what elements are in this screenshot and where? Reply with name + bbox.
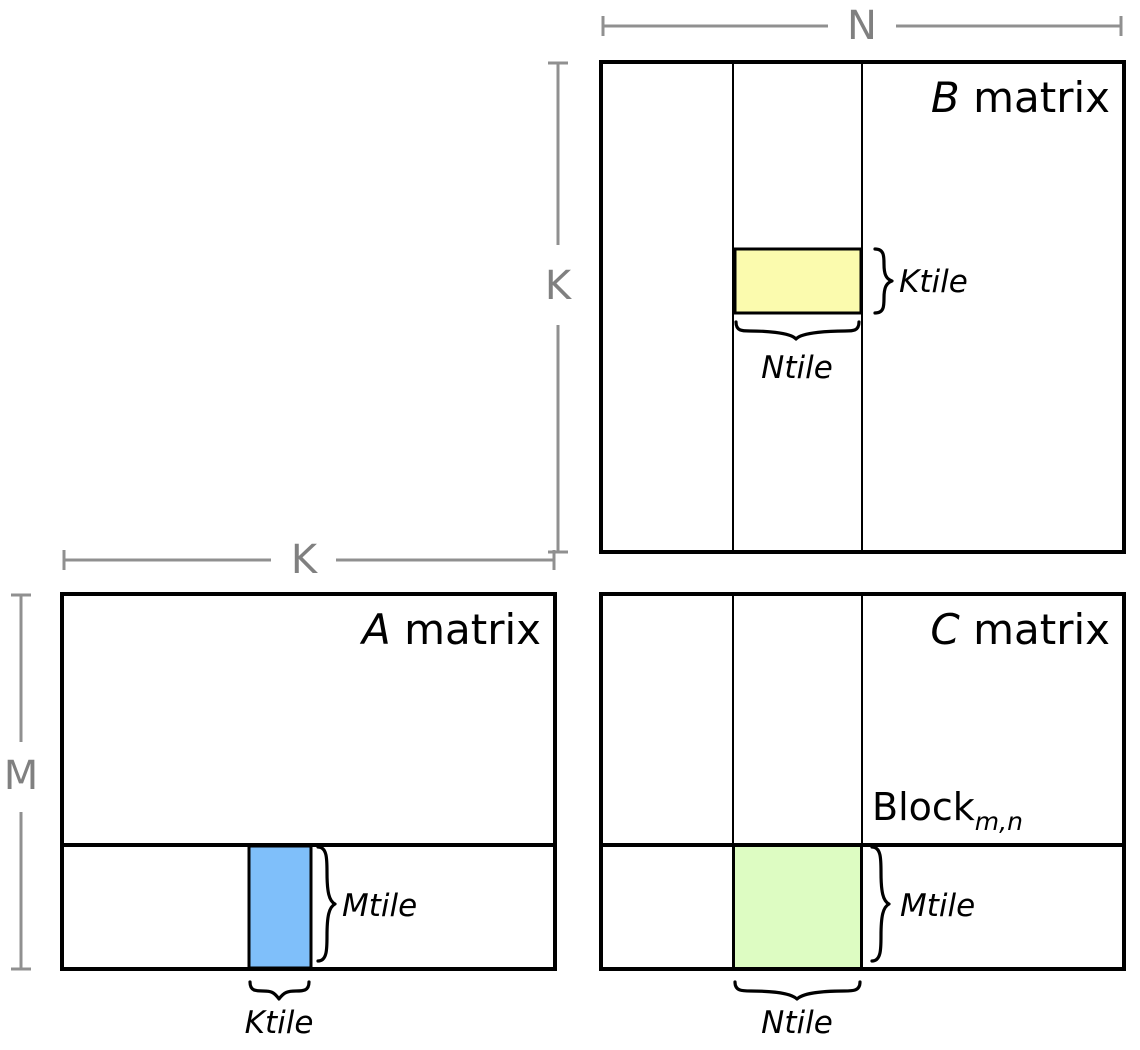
c-matrix-label-italic: C — [930, 605, 960, 654]
c-mtile-brace — [870, 845, 891, 963]
b-matrix-ktile-block — [733, 247, 863, 315]
a-matrix-label: A matrix — [359, 605, 541, 654]
a-ktile-brace — [248, 980, 311, 1001]
k-dimension-vertical-indicator: K — [545, 61, 573, 554]
c-ntile-brace — [733, 980, 862, 1001]
n-dimension-indicator: N — [601, 3, 1123, 49]
m-dimension-label: M — [4, 753, 39, 799]
b-matrix-label: B matrix — [931, 73, 1110, 122]
c-matrix-label-rest: matrix — [960, 605, 1110, 654]
c-mtile-label: Mtile — [900, 888, 975, 924]
block-label-subscript: m,n — [975, 807, 1023, 836]
k-dimension-horizontal-label: K — [291, 537, 319, 583]
k-dimension-horizontal-indicator: K — [62, 537, 556, 583]
k-dimension-vertical-label: K — [545, 263, 573, 309]
b-ntile-brace — [734, 320, 861, 341]
a-matrix-label-rest: matrix — [391, 605, 541, 654]
a-matrix-label-italic: A — [359, 605, 391, 654]
b-ntile-label: Ntile — [761, 350, 833, 386]
c-matrix-label: C matrix — [930, 605, 1110, 654]
c-matrix-block-label: Blockm,n — [872, 785, 1023, 836]
b-ktile-label: Ktile — [899, 264, 968, 300]
n-dimension-label: N — [847, 3, 877, 49]
b-matrix-label-italic: B — [931, 73, 960, 122]
c-ntile-label: Ntile — [761, 1005, 833, 1041]
b-ktile-brace — [873, 247, 894, 315]
a-ktile-label: Ktile — [245, 1005, 314, 1041]
c-matrix: C matrix Blockm,n Mtile Ntile — [599, 592, 1126, 1041]
m-dimension-indicator: M — [4, 593, 39, 971]
b-matrix: B matrix Ktile Ntile — [599, 60, 1126, 554]
a-mtile-label: Mtile — [342, 888, 417, 924]
a-matrix-ktile-block — [247, 844, 313, 970]
block-label-text: Block — [872, 785, 975, 829]
a-matrix: A matrix Mtile Ktile — [60, 592, 557, 1041]
b-matrix-label-rest: matrix — [960, 73, 1110, 122]
c-matrix-block-tile — [733, 845, 862, 969]
a-mtile-brace — [316, 845, 337, 963]
